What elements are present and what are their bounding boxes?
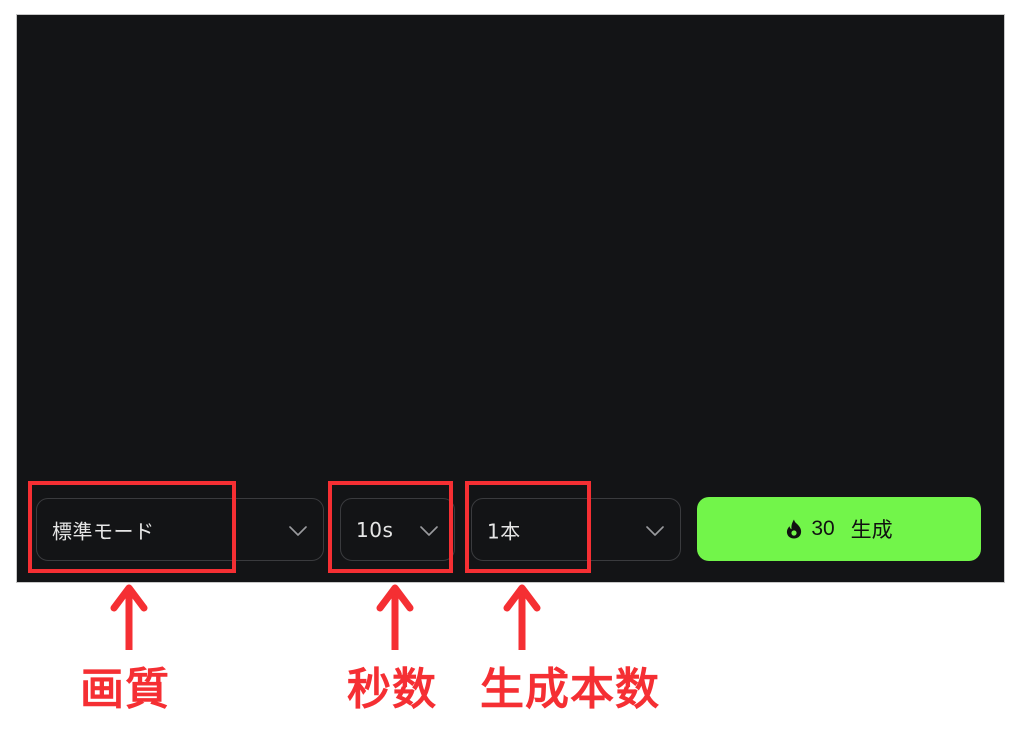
chevron-down-icon [646, 525, 664, 536]
quality-value: 標準モード [52, 519, 155, 543]
annotation-label-quality: 画質 [80, 664, 170, 715]
quality-dropdown[interactable]: 標準モード [36, 498, 324, 561]
arrow-up-icon [110, 584, 148, 650]
duration-value: 10s [356, 517, 394, 542]
fire-icon [787, 519, 802, 539]
generate-cost: 30 [811, 517, 835, 540]
generate-label: 生成 [850, 519, 893, 542]
arrow-up-icon [376, 584, 414, 650]
chevron-down-icon [289, 525, 307, 536]
annotation-label-count: 生成本数 [480, 664, 660, 715]
count-value: 1本 [487, 519, 521, 543]
arrow-up-icon [503, 584, 541, 650]
count-dropdown[interactable]: 1本 [471, 498, 681, 561]
video-preview-panel [17, 15, 1004, 582]
annotation-label-duration: 秒数 [347, 664, 437, 715]
chevron-down-icon [420, 525, 438, 536]
duration-dropdown[interactable]: 10s [340, 498, 455, 561]
generate-button[interactable]: 30 生成 [697, 497, 981, 561]
